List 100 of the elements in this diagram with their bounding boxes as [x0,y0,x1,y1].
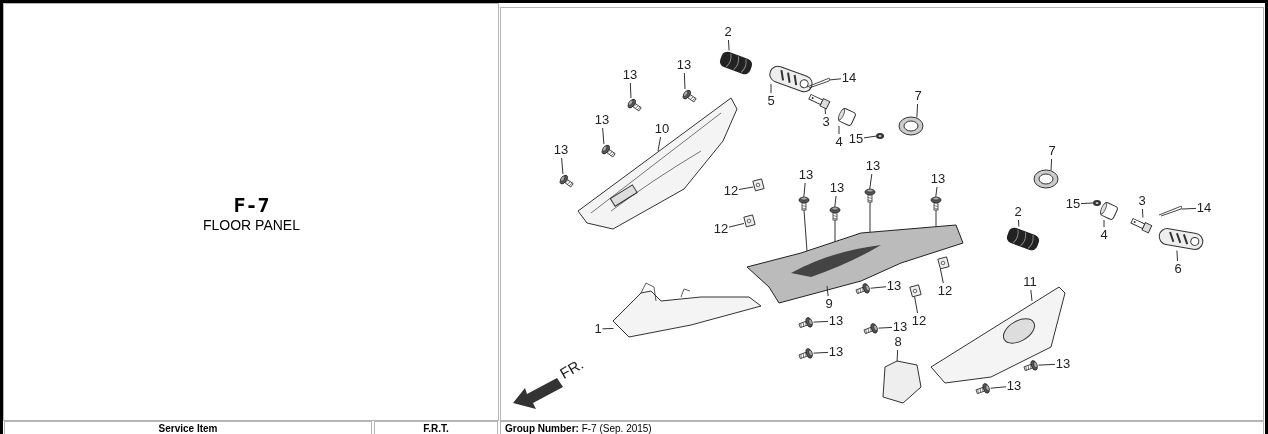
callout-number: 2 [724,25,732,39]
callout-number: 4 [835,135,843,149]
group-code: F-7 [233,194,270,216]
callout-number: 13 [1055,357,1071,371]
bolt-drawing [1023,360,1038,372]
clip-nut-drawing [752,178,765,192]
callout-number: 13 [828,345,844,359]
clip-nut-drawing [743,214,756,228]
cotter-pin-drawing [1158,205,1183,217]
callout-number: 12 [713,222,729,236]
callout-number: 8 [894,335,902,349]
leader-line [1103,219,1105,228]
leader-line [728,222,745,228]
leader-line [916,103,919,118]
callout-number: 13 [553,143,569,157]
assembly-line [803,209,808,252]
callout-number: 12 [911,314,927,328]
leader-line [683,72,686,90]
callout-number: 1 [594,322,602,336]
leader-line [826,285,829,297]
leader-line [770,83,772,94]
leader-line [803,182,806,198]
front-direction-label: FR. [556,355,587,382]
bolt-drawing [798,317,813,329]
leader-line [1030,289,1033,302]
leader-line [870,286,887,289]
leader-line [561,157,564,175]
leader-line [1080,202,1094,205]
bolt-drawing [798,348,813,360]
bolt-drawing [627,98,642,112]
cotter-pin-drawing [806,77,831,89]
callout-number: 6 [1174,262,1182,276]
bushing-drawing [837,107,857,127]
leader-line [629,82,632,99]
leader-line [838,125,840,135]
leader-line [813,320,829,323]
grommet-drawing [898,116,924,136]
callout-number: 13 [798,168,814,182]
callout-number: 13 [886,279,902,293]
leader-line [813,351,829,354]
callout-number: 13 [828,314,844,328]
bolt-drawing [682,89,697,103]
leader-line [602,127,605,145]
callout-number: 13 [865,159,881,173]
table-header-cell: Service Item [4,421,372,434]
callout-number: 3 [1138,194,1146,208]
bolt-drawing [798,196,810,211]
callout-number: 3 [822,115,830,129]
bolt-drawing [829,206,841,221]
leader-line [863,135,877,139]
callout-number: 12 [723,184,739,198]
leader-line [738,186,754,191]
callout-number: 14 [841,71,857,85]
leader-line [1050,158,1053,171]
bolt-drawing [864,188,876,203]
callout-number: 14 [1196,201,1212,215]
callout-number: 15 [1065,197,1081,211]
bolt-drawing [975,383,990,395]
leader-line [1038,363,1056,366]
table-header-cell: Group Number: F-7 (Sep. 2015) [500,421,1264,434]
leader-line [896,349,899,362]
bolt-drawing [930,196,942,211]
callout-number: 13 [676,58,692,72]
callout-number: 5 [767,94,775,108]
callout-number: 13 [1006,379,1022,393]
leader-line [1141,208,1144,218]
bolt-drawing [601,144,616,158]
assembly-line [935,209,937,228]
leader-line [657,136,662,152]
bolt-drawing [863,323,878,335]
leader-line [939,268,944,284]
leader-line [824,108,826,115]
under-cover-drawing [612,282,762,338]
callout-number: 13 [594,113,610,127]
assembly-line [834,219,836,243]
leader-line [869,173,873,190]
leader-line [829,78,842,81]
bolt-drawing [855,283,870,295]
callout-number: 7 [1048,144,1056,158]
callout-number: 13 [829,181,845,195]
callout-number: 15 [848,132,864,146]
callout-number: 9 [825,297,833,311]
clip-nut-drawing [937,256,950,270]
callout-number: 4 [1100,228,1108,242]
leader-line [727,39,730,51]
leader-line [878,326,893,329]
grommet-drawing [1033,169,1059,189]
bracket-drawing [882,360,922,404]
leader-line [602,327,614,330]
callout-number: 11 [1023,275,1037,289]
pin-drawing [1130,218,1153,234]
clip-nut-drawing [909,284,922,298]
callout-number: 13 [892,320,908,334]
leader-line [1017,219,1020,227]
leader-line [1176,250,1179,262]
callout-number: 2 [1014,205,1022,219]
leader-line [990,386,1007,389]
bushing-drawing [1099,201,1119,221]
washer-drawing [1093,200,1101,206]
leader-line [834,195,837,208]
